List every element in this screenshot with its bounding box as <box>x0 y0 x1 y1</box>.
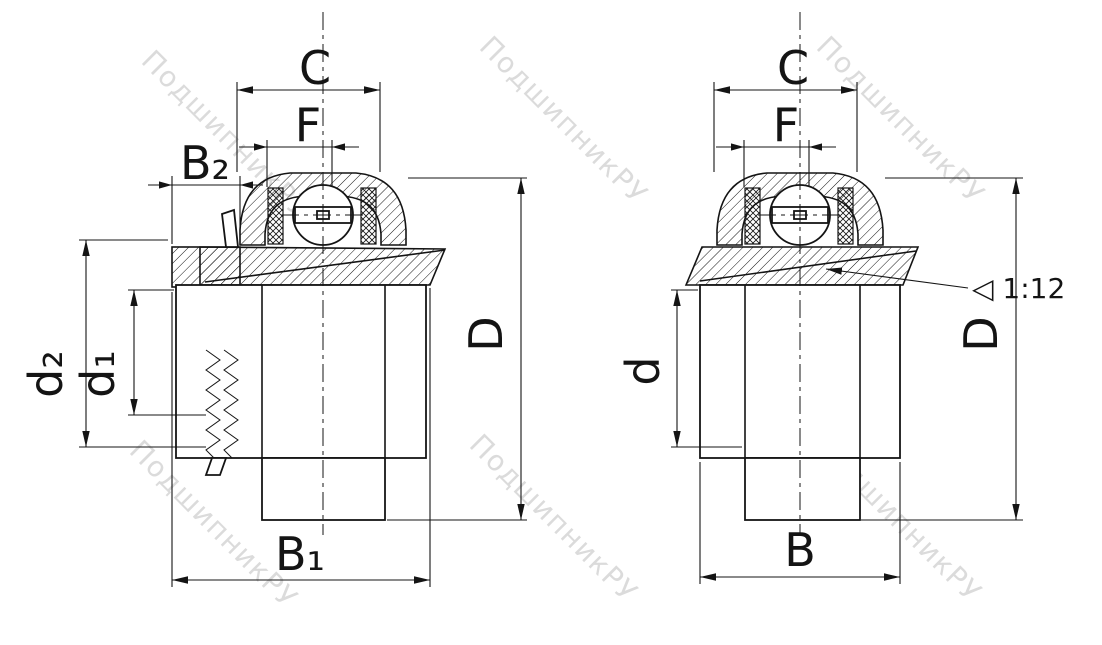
dim-label-D: D <box>954 316 1008 351</box>
dim-label-c: C <box>777 41 809 95</box>
dim-label-d2: d₂ <box>19 350 73 398</box>
left-bearing-view: C F B₂ d₂ d₁ <box>19 12 527 587</box>
left-lock-nut <box>171 246 241 288</box>
right-seal-right <box>837 187 854 245</box>
left-dim-C: C <box>236 41 381 172</box>
left-dim-B1: B₁ <box>171 288 431 587</box>
right-dim-F: F <box>716 98 836 187</box>
right-bearing-view: C F d D B ◁ 1:1 <box>616 12 1065 584</box>
left-dim-F: F <box>239 98 359 187</box>
left-sleeve-body <box>175 284 427 459</box>
dim-label-f: F <box>773 98 799 152</box>
left-seal-right <box>360 187 377 245</box>
dim-label-c: C <box>299 41 331 95</box>
left-lower-washer-tab <box>204 457 228 476</box>
right-taper-annotation: ◁ 1:12 <box>825 267 1065 305</box>
left-dim-D: D <box>387 177 527 521</box>
dim-label-D: D <box>459 316 513 351</box>
left-lock-washer-tab <box>221 208 240 248</box>
right-seal-left <box>744 187 761 245</box>
right-dim-D: D <box>861 177 1023 521</box>
taper-note-label: ◁ 1:12 <box>972 272 1065 305</box>
left-dim-B2: B₂ <box>148 136 263 244</box>
right-lower-sleeve <box>744 457 861 521</box>
left-thread-zigzag <box>223 349 239 459</box>
watermark-text: ПодшипникРУ <box>463 428 644 609</box>
right-inner-ring-band <box>684 246 920 286</box>
left-thread-zigzag <box>205 349 221 459</box>
right-dim-d: d <box>616 289 742 448</box>
left-dim-d2: d₂ <box>19 239 206 448</box>
left-taper-line <box>204 249 446 283</box>
dim-label-b1: B₁ <box>275 527 325 581</box>
right-taper-line <box>699 250 917 282</box>
dim-label-d1: d₁ <box>71 350 125 398</box>
dim-label-b2: B₂ <box>180 136 230 190</box>
dim-label-d: d <box>616 356 670 385</box>
left-dim-d1: d₁ <box>71 289 206 416</box>
right-dim-C: C <box>713 41 858 172</box>
watermark-text: ПодшипникРУ <box>473 30 654 211</box>
left-seal-left <box>267 187 284 245</box>
dim-label-f: F <box>295 98 321 152</box>
